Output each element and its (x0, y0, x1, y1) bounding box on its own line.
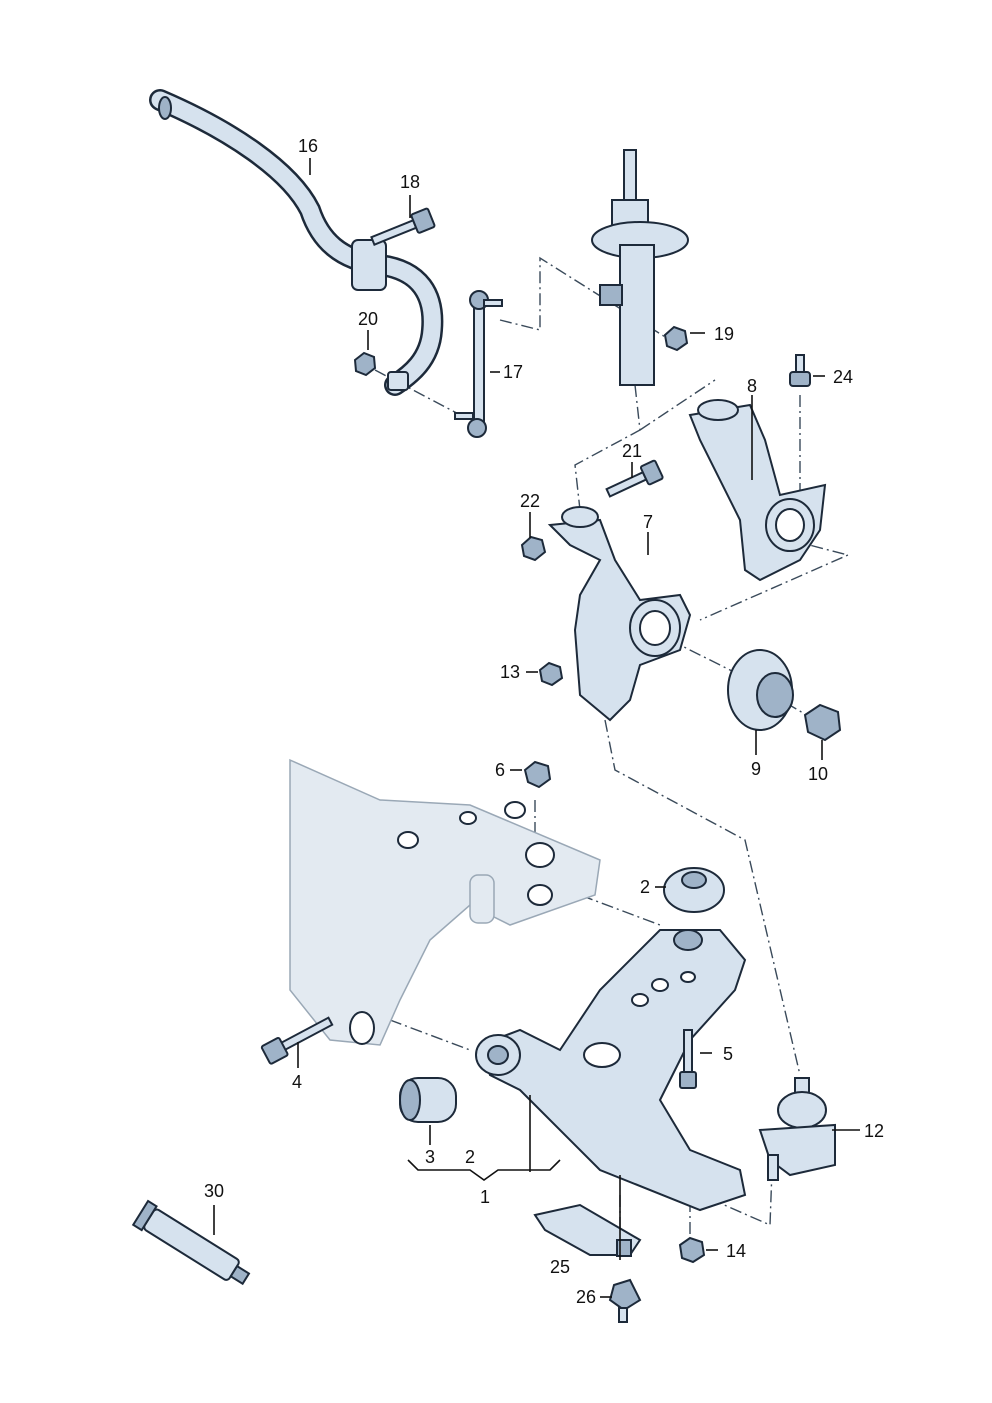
bolt-5[interactable] (679, 1029, 697, 1089)
nut-10[interactable] (803, 703, 842, 742)
label-9: 9 (751, 759, 761, 779)
bolt-4[interactable] (260, 1012, 335, 1065)
wheel-bearing-housing-7[interactable] (547, 506, 692, 722)
label-17: 17 (503, 362, 523, 382)
nut-22[interactable] (520, 535, 547, 562)
label-22: 22 (520, 491, 540, 511)
ball-joint-12[interactable] (758, 1077, 836, 1181)
label-21: 21 (622, 441, 642, 461)
part-labels: 1 2 2 3 4 5 6 7 8 9 10 12 13 14 16 17 18… (204, 136, 884, 1307)
label-24: 24 (833, 367, 853, 387)
label-16: 16 (298, 136, 318, 156)
nut-13[interactable] (538, 661, 564, 687)
bolt-24[interactable] (789, 354, 811, 387)
grease-tube-30[interactable] (131, 1199, 253, 1290)
label-5: 5 (723, 1044, 733, 1064)
coupling-rod-17[interactable] (454, 290, 503, 438)
nut-6[interactable] (523, 760, 552, 789)
label-4: 4 (292, 1072, 302, 1092)
subframe[interactable] (289, 758, 601, 1046)
leader-lines (213, 158, 860, 1298)
bracket-25[interactable] (533, 1203, 642, 1257)
wheel-hub-9[interactable] (727, 649, 794, 731)
label-10: 10 (808, 764, 828, 784)
nut-20[interactable] (353, 351, 377, 377)
label-30: 30 (204, 1181, 224, 1201)
bolt-18[interactable] (369, 207, 436, 250)
label-3: 3 (425, 1147, 435, 1167)
rubber-bush-2-upper[interactable] (663, 867, 725, 913)
bolt-21[interactable] (604, 459, 664, 502)
label-20: 20 (358, 309, 378, 329)
label-13: 13 (500, 662, 520, 682)
label-12: 12 (864, 1121, 884, 1141)
clip-26[interactable] (608, 1278, 642, 1323)
shock-absorber[interactable] (591, 149, 689, 386)
label-25: 25 (550, 1257, 570, 1277)
label-8: 8 (747, 376, 757, 396)
label-6: 6 (495, 760, 505, 780)
label-19: 19 (714, 324, 734, 344)
label-2-upper: 2 (640, 877, 650, 897)
label-1: 1 (480, 1187, 490, 1207)
label-7: 7 (643, 512, 653, 532)
label-18: 18 (400, 172, 420, 192)
label-26: 26 (576, 1287, 596, 1307)
label-2-lower: 2 (465, 1147, 475, 1167)
stabilizer-bushing-clamp (351, 239, 387, 291)
nut-14[interactable] (678, 1236, 706, 1264)
wheel-bearing-housing-8[interactable] (688, 399, 827, 582)
nut-19[interactable] (663, 325, 689, 352)
stabilizer-bar[interactable] (149, 89, 444, 396)
rubber-bush-3[interactable] (399, 1077, 457, 1123)
label-14: 14 (726, 1241, 746, 1261)
wishbone-1[interactable] (475, 929, 747, 1212)
